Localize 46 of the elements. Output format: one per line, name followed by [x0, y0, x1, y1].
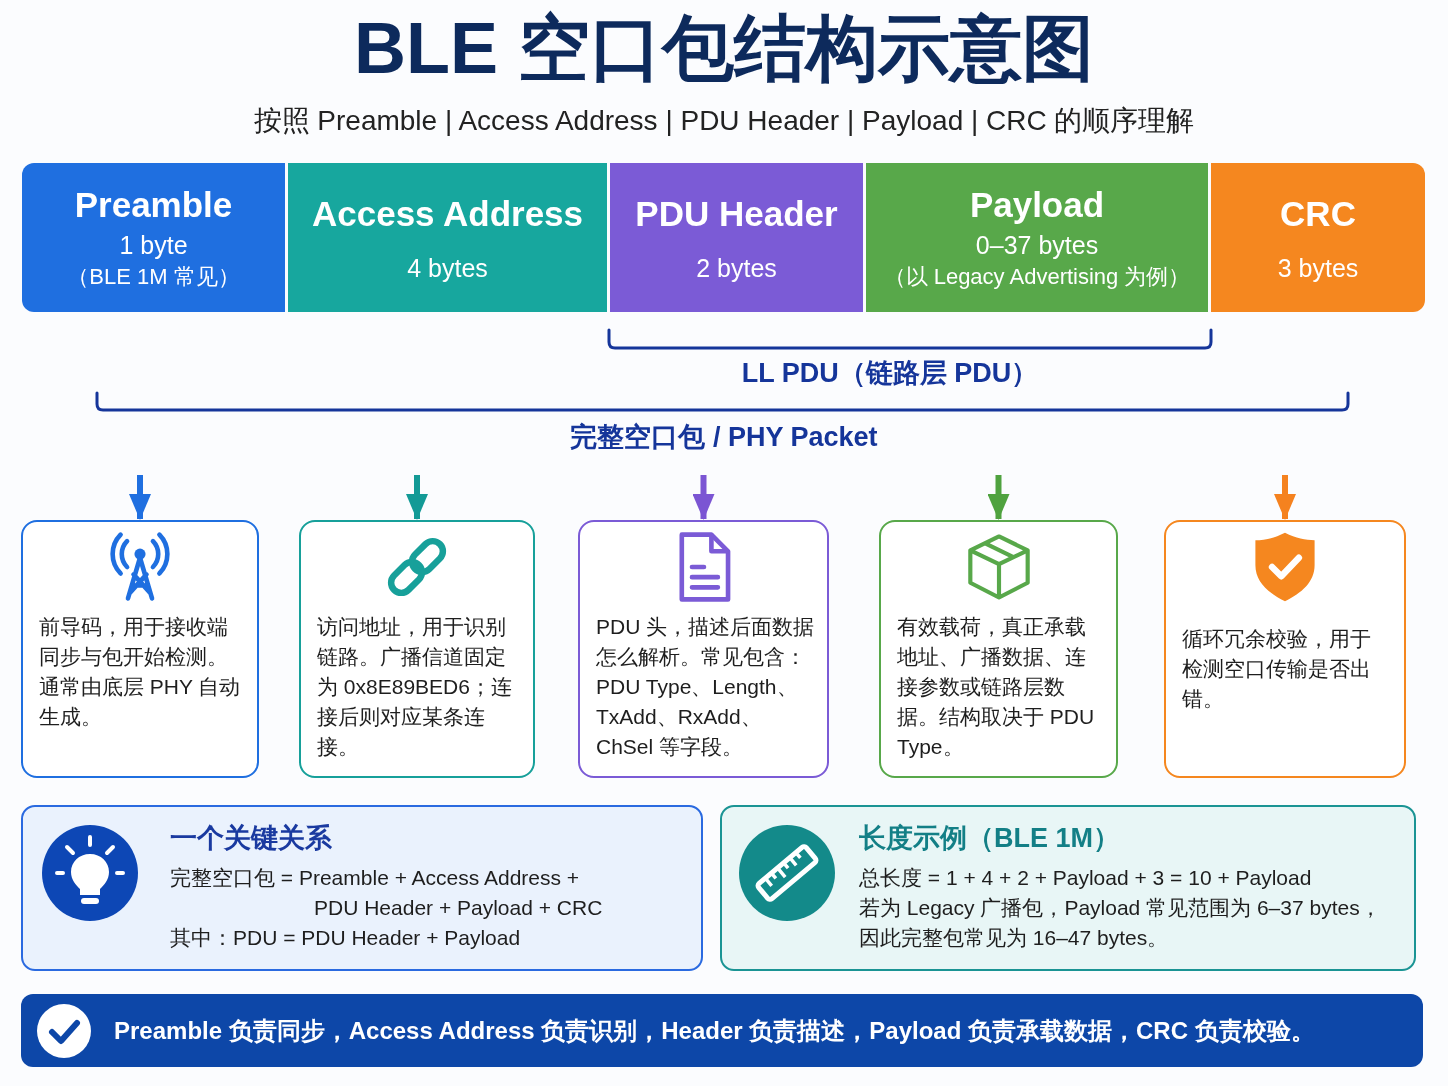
- field-note: （BLE 1M 常见）: [67, 264, 240, 291]
- info-panel: [720, 805, 1416, 971]
- note-text: 其中：PDU = PDU Header + Payload: [170, 925, 522, 951]
- arrow: [406, 475, 428, 520]
- formula-text: 总长度 = 1 + 4 + 2 + Payload + 3 = 10 + Payload: [859, 865, 1313, 891]
- byte-count: 1 byte: [119, 230, 188, 261]
- packet-field: [22, 163, 285, 312]
- packet-field: [288, 163, 607, 312]
- bracket-label: 完整空口包 / PHY Packet: [570, 422, 878, 452]
- description-text: 访问地址，用于识别链路。广播信道固定为 0x8E89BED6；连接后则对应某条连接。: [317, 614, 513, 760]
- panel-heading: 一个关键关系: [170, 822, 332, 855]
- packet-field: [866, 163, 1208, 312]
- description-card: [21, 520, 259, 778]
- description-text: PDU 头，描述后面数据怎么解析。常见包含：PDU Type、Length、TxAdd、RxAdd、ChSel 等字段。: [596, 614, 816, 760]
- formula-text: 完整空口包 = Preamble + Access Address + PDU Header + Payload + CRC: [170, 865, 604, 921]
- field-name: Access Address: [311, 192, 584, 235]
- field-name: CRC: [1280, 192, 1356, 235]
- arrow: [692, 475, 715, 520]
- title: BLE 空口包结构示意图: [354, 7, 1094, 90]
- description-card: [578, 520, 829, 778]
- description-text: 前导码，用于接收端同步与包开始检测。通常由底层 PHY 自动生成。: [39, 614, 242, 730]
- description-text: 有效载荷，真正承载地址、广播数据、连接参数或链路层数据。结构取决于 PDU Type。: [897, 614, 1096, 760]
- byte-count: 3 bytes: [1277, 252, 1359, 283]
- subtitle: 按照 Preamble | Access Address | PDU Header | Payload | CRC 的顺序理解: [253, 104, 1195, 138]
- packet-field: [1211, 163, 1425, 312]
- field-name: Preamble: [74, 184, 233, 227]
- description-card: [1164, 520, 1406, 778]
- byte-count: 0–37 bytes: [975, 230, 1099, 261]
- byte-count: 2 bytes: [696, 252, 777, 283]
- field-name: PDU Header: [635, 192, 838, 235]
- description-card: [879, 520, 1118, 778]
- description-text: 循环冗余校验，用于检测空口传输是否出错。: [1182, 626, 1372, 712]
- note-text: 若为 Legacy 广播包，Payload 常见范围为 6–37 bytes，因此完整包常见为 16–47 bytes。: [859, 895, 1382, 951]
- byte-count: 4 bytes: [407, 252, 488, 283]
- arrow: [1274, 475, 1296, 520]
- summary-banner: [21, 994, 1423, 1067]
- description-card: [299, 520, 535, 778]
- summary-text: Preamble 负责同步，Access Address 负责识别，Header 负责描述，Payload 负责承载数据，CRC 负责校验。: [114, 1015, 1315, 1046]
- panel-heading: 长度示例（BLE 1M）: [859, 822, 1120, 855]
- info-panel: [21, 805, 703, 971]
- bracket-label: LL PDU（链路层 PDU）: [741, 358, 1039, 388]
- arrow: [987, 475, 1010, 520]
- field-name: Payload: [969, 184, 1105, 227]
- packet-field: [610, 163, 863, 312]
- field-note: （以 Legacy Advertising 为例）: [883, 264, 1191, 291]
- arrow: [129, 475, 151, 520]
